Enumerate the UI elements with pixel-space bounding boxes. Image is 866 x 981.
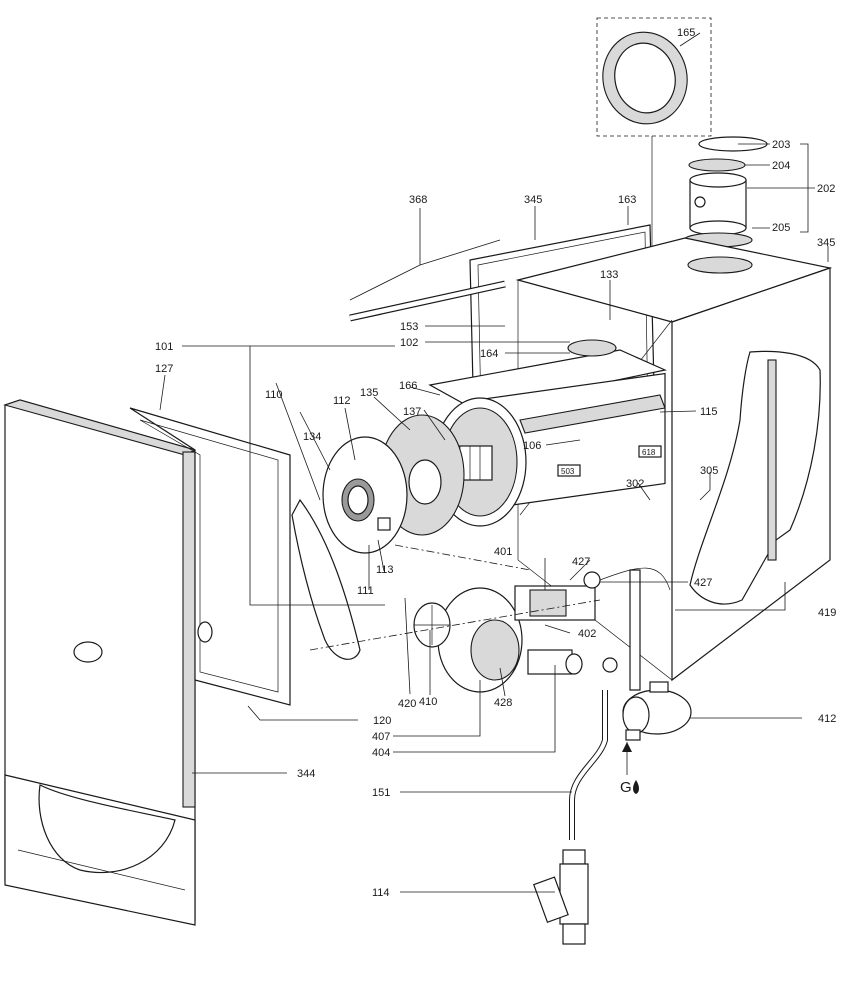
- gas-cock: [532, 849, 589, 945]
- label-115: 115: [700, 406, 718, 418]
- label-412: 412: [818, 713, 836, 725]
- pipework: [569, 567, 671, 840]
- label-302: 302: [626, 478, 644, 490]
- label-368: 368: [409, 194, 427, 206]
- label-135: 135: [360, 387, 378, 399]
- front-panel: [3, 399, 197, 926]
- flue-adapter: [683, 136, 768, 248]
- label-344: 344: [297, 768, 315, 780]
- heat-exchanger: [428, 339, 667, 527]
- gas-valve: [514, 571, 601, 675]
- label-345-right: 345: [817, 237, 835, 249]
- label-120: 120: [373, 715, 391, 727]
- label-428: 428: [494, 697, 512, 709]
- label-153: 153: [400, 321, 418, 333]
- label-112: 112: [333, 395, 351, 407]
- label-427-top: 427: [572, 556, 590, 568]
- part-labels: 165 203 204 202 205 368 345 163 345 133 …: [155, 27, 836, 899]
- flue-gasket-detail-box: [596, 17, 712, 360]
- label-101: 101: [155, 341, 173, 353]
- leader-lines: [159, 32, 829, 893]
- ref-box-618: [638, 445, 662, 458]
- label-203: 203: [772, 139, 790, 151]
- label-407: 407: [372, 731, 390, 743]
- label-106: 106: [523, 440, 541, 452]
- label-163: 163: [618, 194, 636, 206]
- label-166: 166: [399, 380, 417, 392]
- gas-inlet-label: G: [620, 779, 632, 796]
- label-401: 401: [494, 546, 512, 558]
- label-202: 202: [817, 183, 835, 195]
- label-420: 420: [398, 698, 416, 710]
- label-127: 127: [155, 363, 173, 375]
- label-503: 503: [561, 467, 575, 476]
- label-404: 404: [372, 747, 390, 759]
- label-427-right: 427: [694, 577, 712, 589]
- label-133: 133: [600, 269, 618, 281]
- handle-rod: [349, 280, 506, 322]
- label-113: 113: [376, 564, 394, 576]
- label-102: 102: [400, 337, 418, 349]
- sight-glass-bracket: [291, 498, 361, 660]
- label-305: 305: [700, 465, 718, 477]
- siphon: [622, 681, 692, 741]
- label-402: 402: [578, 628, 596, 640]
- label-205: 205: [772, 222, 790, 234]
- label-345-top: 345: [524, 194, 542, 206]
- label-618: 618: [642, 448, 656, 457]
- label-419: 419: [818, 607, 836, 619]
- label-114: 114: [372, 887, 390, 899]
- boiler-casing: [515, 237, 833, 682]
- burner-assembly: [322, 414, 465, 554]
- label-164: 164: [480, 348, 498, 360]
- label-110: 110: [265, 389, 283, 401]
- label-137: 137: [403, 406, 421, 418]
- ref-box-503: [557, 464, 581, 477]
- label-111: 111: [357, 585, 374, 597]
- label-410: 410: [419, 696, 437, 708]
- label-165: 165: [677, 27, 695, 39]
- label-134: 134: [303, 431, 321, 443]
- label-151: 151: [372, 787, 390, 799]
- label-204: 204: [772, 160, 790, 172]
- gas-inlet-arrow-icon: [622, 742, 639, 794]
